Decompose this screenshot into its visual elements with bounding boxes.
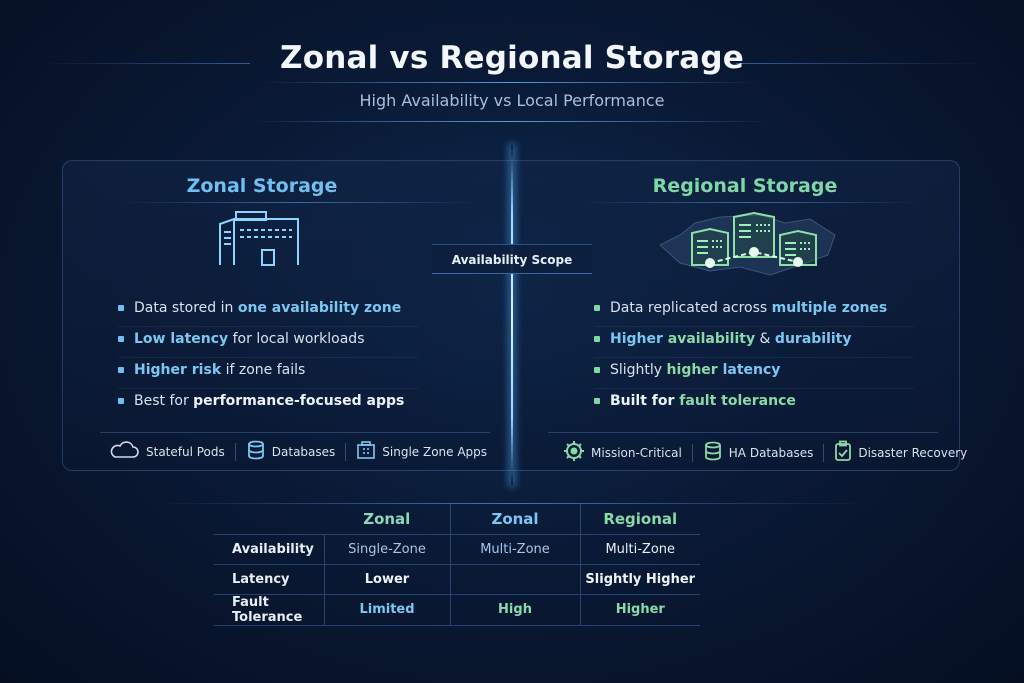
table-cell: High — [449, 594, 580, 626]
multi-building-network-icon — [650, 205, 845, 284]
tag-databases: Databases — [246, 440, 336, 463]
table-cell: Multi-Zone — [579, 534, 700, 565]
building-icon — [214, 210, 306, 276]
table-header-zonal: Zonal — [324, 504, 450, 535]
regional-storage-title: Regional Storage — [652, 175, 838, 197]
list-item: Best for performance-focused apps — [118, 389, 418, 420]
list-item: Slightly higher latency — [594, 358, 914, 389]
list-item: Higher availability & durability — [594, 327, 914, 358]
subtitle-glow-line — [250, 121, 770, 122]
table-header-empty — [214, 504, 324, 535]
table-header-regional: Regional — [579, 504, 700, 535]
table-cell: Higher — [579, 594, 700, 626]
table-cell: Multi-Zone — [449, 534, 580, 565]
table-row: Latency Lower Slightly Higher — [214, 564, 700, 595]
tag-disaster-recovery: Disaster Recovery — [834, 440, 967, 465]
regional-tags-divider — [548, 432, 938, 433]
zonal-bullet-list: Data stored in one availability zone Low… — [118, 296, 418, 420]
list-item: Higher risk if zone fails — [118, 358, 418, 389]
list-item: Built for fault tolerance — [594, 389, 914, 420]
table-cell — [449, 564, 580, 595]
database-icon — [246, 440, 266, 463]
availability-scope-label: Availability Scope — [432, 244, 592, 274]
zonal-tags-divider — [100, 432, 490, 433]
database-icon — [703, 441, 723, 464]
tag-label: Disaster Recovery — [858, 445, 968, 460]
tag-label: HA Databases — [728, 445, 814, 460]
zonal-storage-title: Zonal Storage — [186, 175, 338, 197]
tag-label: Stateful Pods — [146, 444, 225, 459]
row-label: Latency — [214, 564, 324, 595]
tag-separator — [345, 442, 347, 461]
tag-single-zone-apps: Single Zone Apps — [356, 440, 487, 463]
tag-label: Mission-Critical — [591, 445, 682, 460]
zonal-tags: Stateful Pods Databases Single Zone Apps — [108, 440, 487, 463]
title-glow-line — [260, 82, 760, 83]
list-item: Data replicated across multiple zones — [594, 296, 914, 327]
table-cell: Single-Zone — [323, 534, 450, 565]
table-header-zonal-2: Zonal — [449, 504, 580, 535]
table-cell: Slightly Higher — [579, 564, 700, 595]
table-header-row: Zonal Zonal Regional — [214, 504, 700, 535]
tag-ha-databases: HA Databases — [703, 441, 814, 464]
row-label: Fault Tolerance — [214, 594, 324, 626]
tag-label: Single Zone Apps — [382, 444, 488, 459]
table-top-line — [150, 503, 870, 504]
tag-stateful-pods: Stateful Pods — [108, 441, 225, 462]
table-cell: Limited — [323, 594, 450, 626]
page-subtitle: High Availability vs Local Performance — [359, 91, 665, 110]
regional-tags: Mission-Critical HA Databases Disaster R… — [563, 440, 967, 465]
table-row: Availability Single-Zone Multi-Zone Mult… — [214, 534, 700, 565]
app-box-icon — [356, 440, 376, 463]
regional-title-underline — [580, 202, 920, 203]
gear-icon — [563, 440, 585, 465]
list-item: Data stored in one availability zone — [118, 296, 418, 327]
tag-separator — [691, 443, 693, 462]
row-label: Availability — [214, 534, 324, 565]
cloud-icon — [108, 441, 140, 462]
tag-mission-critical: Mission-Critical — [563, 440, 682, 465]
clipboard-check-icon — [834, 440, 852, 465]
tag-label: Databases — [271, 444, 336, 459]
table-cell: Lower — [323, 564, 450, 595]
list-item: Low latency for local workloads — [118, 327, 418, 358]
page-title: Zonal vs Regional Storage — [280, 40, 744, 76]
tag-separator — [234, 442, 236, 461]
zonal-title-underline — [120, 202, 480, 203]
center-divider — [511, 145, 513, 485]
table-row: Fault Tolerance Limited High Higher — [214, 594, 700, 626]
regional-bullet-list: Data replicated across multiple zones Hi… — [594, 296, 914, 420]
tag-separator — [823, 443, 825, 462]
title-decor-line-left — [40, 63, 250, 64]
comparison-table: Zonal Zonal Regional Availability Single… — [214, 504, 700, 626]
